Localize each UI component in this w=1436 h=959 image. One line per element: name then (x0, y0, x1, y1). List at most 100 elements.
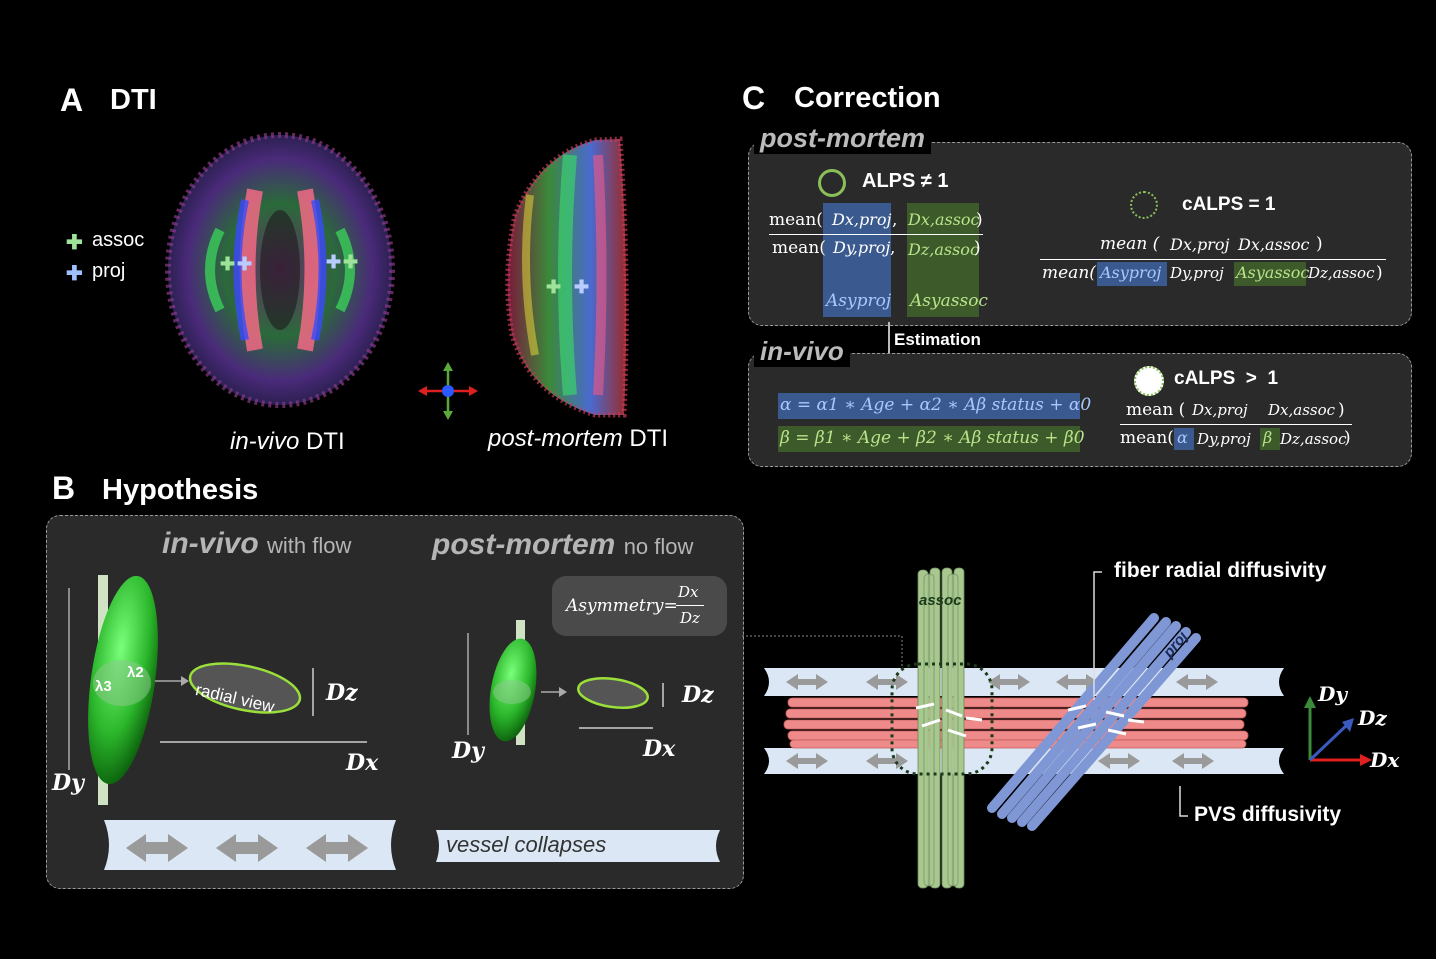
calps-fraction-bar (1040, 259, 1386, 260)
invivo-proj-marker-icon: ✚ (237, 254, 253, 274)
postmortem-assoc-marker-icon: ✚ (546, 277, 562, 297)
alps-num-mean: mean( (769, 210, 823, 230)
invivo-num-dxassoc: Dx,assoc (1268, 401, 1336, 419)
invivo-alpha-highlight (1174, 428, 1194, 450)
alpha-eq-highlight (778, 393, 1080, 419)
invivo-den-mean: mean( (1120, 428, 1174, 448)
calps-dotted-circle-icon (1130, 191, 1158, 219)
alps-den-dzassoc: Dz,assoc (908, 240, 979, 259)
asy-assoc-label: Asyassoc (910, 291, 988, 311)
beta-equation: β = β1 ∗ Age + β2 ∗ Aβ status + β0 (780, 428, 1085, 448)
alps-label: ALPS ≠ 1 (862, 170, 949, 192)
calps-den-asyassoc: Asyassoc (1236, 263, 1310, 282)
assoc-plus-icon: ✚ (66, 232, 83, 254)
pvs-diffusivity-label: PVS diffusivity (1194, 803, 1342, 826)
beta-eq-highlight (778, 426, 1080, 452)
calps-den-dyproj: Dy,proj (1170, 264, 1224, 282)
asy-proj-highlight (823, 203, 891, 317)
invivo-den-beta: β (1263, 428, 1273, 447)
calps-num-dxproj: Dx,proj (1170, 235, 1230, 254)
calps-gt-label: cALPS > 1 (1174, 368, 1279, 389)
calps-num-mean: mean ( (1100, 234, 1160, 254)
invivo-ellipsoid-diagram (68, 575, 367, 805)
postmortem-ellipsoid-diagram (467, 620, 664, 745)
postmortem-dx-label: Dx (643, 736, 676, 762)
calps-den-asyproj: Asyproj (1100, 263, 1162, 282)
calps-num-close: ) (1316, 234, 1323, 254)
alps-den-dyproj: Dy,proj (833, 238, 891, 257)
alps-den-close: ) (974, 238, 981, 258)
postmortem-dz-label: Dz (682, 682, 714, 708)
alps-den-mean: mean( (772, 238, 826, 258)
invivo-proj-marker-right-icon: ✚ (326, 252, 342, 272)
postmortem-proj-marker-icon: ✚ (574, 277, 590, 297)
invivo-assoc-marker-right-icon: ✚ (343, 252, 359, 272)
invivo-assoc-marker-icon: ✚ (220, 254, 236, 274)
asy-assoc-highlight (907, 203, 979, 317)
panel-b-letter: B (52, 470, 76, 506)
panel-b-title: Hypothesis (102, 474, 259, 506)
vessel-with-flow (104, 820, 396, 870)
invivo-den-close: ) (1344, 428, 1351, 448)
calps-asyassoc-highlight (1234, 262, 1306, 286)
invivo-box-title: in-vivo (754, 336, 850, 367)
calps-solid-circle-icon (1134, 366, 1164, 396)
calps-den-dzassoc: Dz,assoc (1308, 264, 1375, 282)
assoc-fiber-label: assoc (919, 592, 962, 609)
proj-plus-icon: ✚ (66, 263, 83, 285)
alps-num-dxproj: Dx,proj (832, 210, 892, 229)
legend-proj: proj (92, 260, 126, 282)
asymmetry-fraction-bar (676, 605, 704, 606)
connector-line (742, 635, 903, 674)
lambda3-label: λ3 (95, 678, 112, 695)
panel-c-title: Correction (794, 82, 941, 114)
axis-dy-label: Dy (1318, 682, 1347, 706)
calps-eq-label: cALPS = 1 (1182, 194, 1276, 215)
invivo-den-dyproj: Dy,proj (1197, 430, 1251, 448)
hyp-postmortem-title: post-mortem no flow (432, 528, 694, 561)
alps-num-dxassoc: Dx,assoc (908, 210, 980, 229)
alps-num-close: ) (976, 210, 983, 230)
lambda2-label: λ2 (127, 664, 144, 681)
postmortem-dy-label: Dy (452, 738, 484, 764)
calps-num-dxassoc: Dx,assoc (1238, 235, 1310, 254)
hyp-invivo-title: in-vivo with flow (162, 527, 352, 560)
orientation-axes-icon (418, 362, 478, 420)
calps-den-mean: mean( (1042, 263, 1096, 283)
invivo-num-close: ) (1338, 400, 1345, 420)
calps-den-close: ) (1376, 263, 1383, 283)
postmortem-brain-image (505, 136, 629, 418)
estimation-label: Estimation (894, 330, 981, 349)
alpha-equation: α = α1 ∗ Age + α2 ∗ Aβ status + α0 (780, 395, 1092, 415)
axis-dx-label: Dx (1370, 748, 1400, 772)
postmortem-dti-caption: post-mortem DTI (488, 425, 669, 452)
vessel-collapsed (436, 830, 720, 862)
panel-a-title: DTI (110, 84, 157, 116)
invivo-num-dxproj: Dx,proj (1192, 401, 1248, 419)
vessel-collapses-label: vessel collapses (446, 832, 607, 857)
invivo-dz-label: Dz (326, 680, 358, 706)
invivo-brain-image (165, 132, 395, 408)
alps-den-comma: , (890, 238, 896, 258)
calps-asyproj-highlight (1097, 262, 1167, 286)
invivo-dy-label: Dy (52, 770, 84, 796)
xyz-axes-icon (1304, 696, 1372, 766)
invivo-dx-label: Dx (346, 750, 379, 776)
alps-fraction-bar (769, 234, 983, 235)
alps-circle-icon (818, 169, 846, 197)
alps-num-comma: , (892, 210, 898, 230)
asymmetry-box (552, 576, 727, 636)
invivo-fraction-bar (1120, 424, 1352, 425)
axis-dz-label: Dz (1358, 706, 1387, 730)
invivo-den-dzassoc: Dz,assoc (1280, 430, 1347, 448)
fiber-pvs-diagram (764, 567, 1284, 889)
asymmetry-label: Asymmetry= (566, 596, 678, 616)
postmortem-box-title: post-mortem (754, 123, 932, 154)
fiber-radial-label: fiber radial diffusivity (1114, 559, 1327, 582)
invivo-beta-highlight (1260, 428, 1280, 450)
invivo-dti-caption: in-vivo DTI (230, 428, 345, 455)
legend-assoc: assoc (92, 229, 145, 251)
asymmetry-denominator: Dz (680, 609, 700, 627)
invivo-den-alpha: α (1177, 428, 1188, 447)
asymmetry-numerator: Dx (678, 583, 699, 601)
